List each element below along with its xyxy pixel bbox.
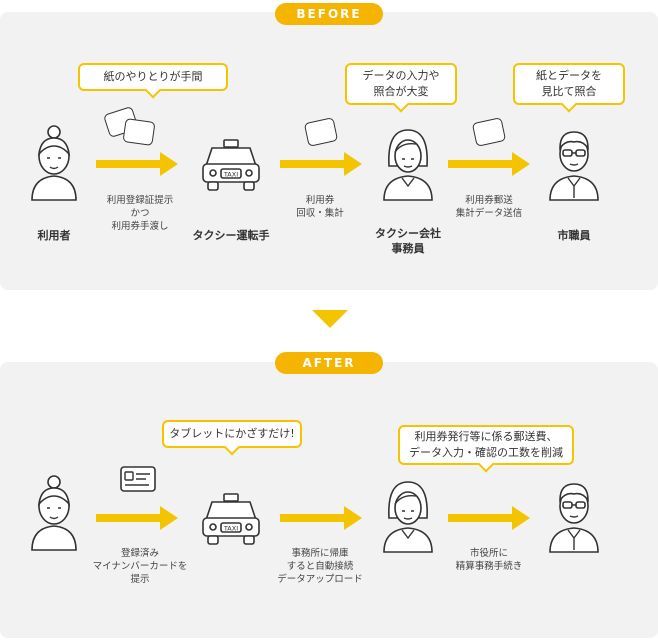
label-company-staff: タクシー会社 事務員 bbox=[375, 227, 441, 255]
bubble-compare: 紙とデータを 見比て照合 bbox=[513, 63, 625, 105]
arrow-user-to-driver-after bbox=[96, 506, 178, 530]
bubble-paper-hassle: 紙のやりとりが手間 bbox=[78, 63, 228, 91]
arrow-company-to-official-after bbox=[448, 506, 530, 530]
user-woman-icon-after bbox=[31, 475, 77, 551]
company-staff-icon-after bbox=[383, 481, 433, 553]
caption-before-step2: 利用券 回収・集計 bbox=[296, 195, 344, 219]
caption-after-step1: 登録済み マイナンバーカードを 提示 bbox=[92, 548, 188, 585]
down-arrow-icon bbox=[312, 310, 348, 328]
after-badge: AFTER bbox=[275, 352, 383, 374]
caption-before-step1: 利用登録証提示 かつ 利用券手渡し bbox=[106, 195, 174, 232]
before-panel bbox=[0, 12, 658, 290]
caption-before-step3: 利用券郵送 集計データ送信 bbox=[455, 195, 523, 219]
user-woman-icon bbox=[31, 125, 77, 201]
taxi-icon-after: TAXI bbox=[202, 493, 260, 545]
bubble-data-entry: データの入力や 照合が大変 bbox=[345, 63, 457, 105]
city-official-icon bbox=[549, 131, 599, 201]
taxi-sign-text-after: TAXI bbox=[223, 525, 238, 533]
after-panel bbox=[0, 362, 658, 638]
company-staff-icon bbox=[383, 129, 433, 201]
taxi-sign-text: TAXI bbox=[223, 171, 238, 179]
label-driver: タクシー運転手 bbox=[192, 229, 270, 242]
ticket-card-icon bbox=[122, 118, 156, 146]
arrow-company-to-official bbox=[448, 152, 530, 176]
caption-after-step3: 市役所に 精算事務手続き bbox=[455, 548, 523, 572]
arrow-user-to-driver bbox=[96, 152, 178, 176]
my-number-card-icon bbox=[120, 466, 156, 492]
bubble-tablet: タブレットにかざすだけ! bbox=[162, 420, 302, 448]
caption-after-step2: 事務所に帰庫 すると自動接続 データアップロード bbox=[277, 548, 363, 585]
taxi-icon: TAXI bbox=[202, 139, 260, 191]
arrow-driver-to-company bbox=[280, 152, 362, 176]
arrow-driver-to-company-after bbox=[280, 506, 362, 530]
label-city-official: 市職員 bbox=[557, 229, 591, 242]
bubble-cost-savings: 利用券発行等に係る郵送費、 データ入力・確認の工数を削減 bbox=[398, 425, 574, 465]
before-badge: BEFORE bbox=[275, 3, 383, 25]
label-user: 利用者 bbox=[37, 229, 71, 242]
city-official-icon-after bbox=[549, 483, 599, 553]
